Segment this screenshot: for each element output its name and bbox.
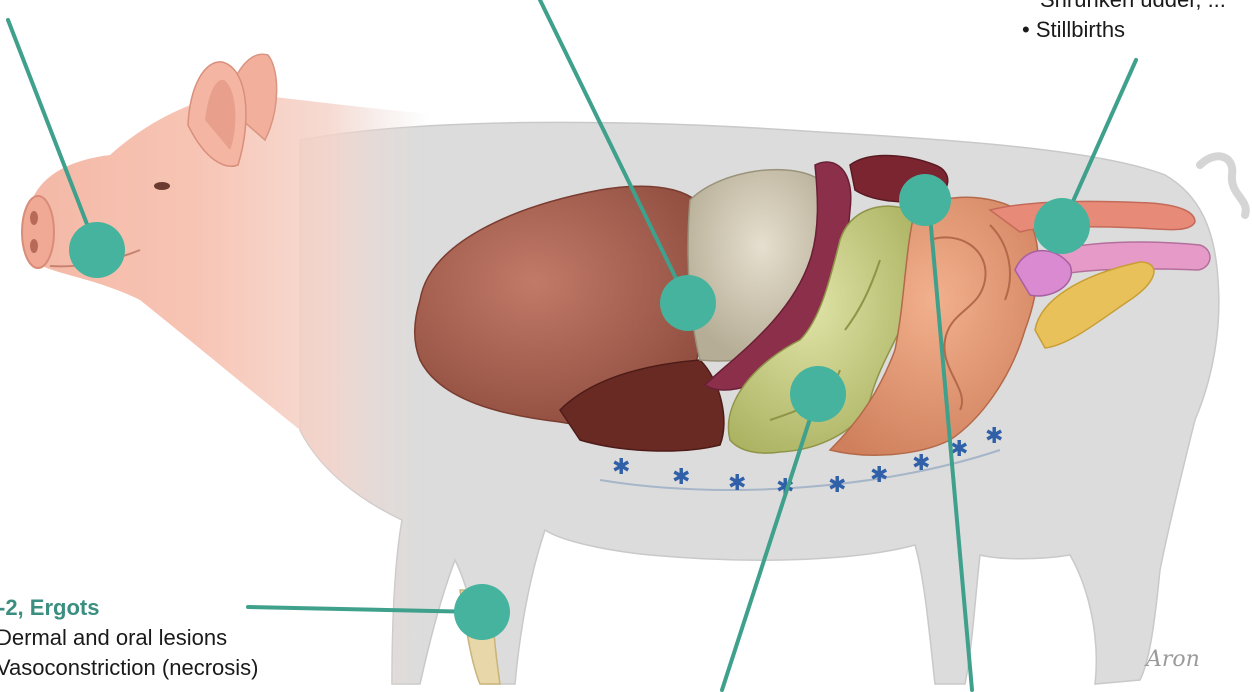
uterine-horn-upper [990,201,1195,232]
leg-callout-bullet-2: Vasoconstriction (necrosis) [0,654,258,682]
reproductive-marker[interactable] [1034,198,1090,254]
liver-marker[interactable] [660,275,716,331]
top-right-bullet-stillbirths: • Stillbirths [1022,16,1125,44]
leg-callout-bullet-1: Dermal and oral lesions [0,624,227,652]
svg-text:✱: ✱ [912,451,930,476]
svg-text:✱: ✱ [672,465,690,490]
nostril-icon [30,239,38,253]
snout [22,196,54,268]
svg-text:✱: ✱ [828,473,846,498]
leg-marker[interactable] [454,584,510,640]
kidney-marker[interactable] [899,174,951,226]
top-right-cutoff-line: Shrunken udder, ... [1040,0,1226,14]
tail [1200,156,1246,215]
svg-text:✱: ✱ [985,424,1003,449]
intestine-marker[interactable] [790,366,846,422]
svg-text:✱: ✱ [728,471,746,496]
artist-signature: Aron [1144,647,1200,672]
leg-callout-heading: -2, Ergots [0,594,99,622]
eye-icon [154,182,170,190]
svg-text:✱: ✱ [870,463,888,488]
nostril-icon [30,211,38,225]
snout-marker[interactable] [69,222,125,278]
svg-text:✱: ✱ [612,455,630,480]
